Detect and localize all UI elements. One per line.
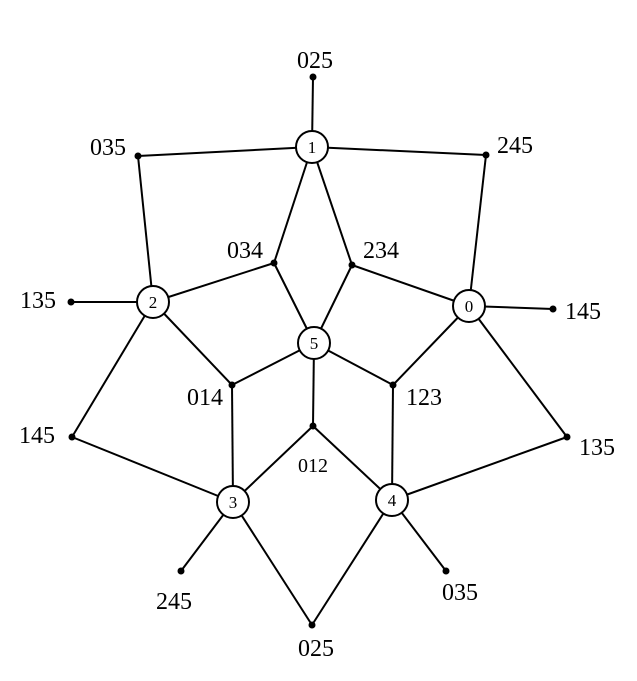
node-label: 3 <box>229 493 238 512</box>
vertex-label: 014 <box>187 385 223 411</box>
node-circle <box>136 285 170 319</box>
vertex-dot <box>134 152 142 160</box>
edge-n4-d012 <box>312 425 393 501</box>
vertex-dot <box>308 621 316 629</box>
vertex-dot <box>309 422 317 430</box>
edge-n3-d012 <box>232 425 314 503</box>
edge-d035t-n2 <box>137 155 154 303</box>
edge-n4-d025b <box>311 499 393 626</box>
vertex-dot <box>309 73 317 81</box>
vertex-label: 025 <box>297 48 333 74</box>
vertex-dot <box>67 298 75 306</box>
vertex-label: 245 <box>497 133 533 159</box>
vertex-dot <box>270 259 278 267</box>
vertex-label: 145 <box>565 299 601 325</box>
vertex-dot <box>563 433 571 441</box>
vertex-label: 145 <box>19 423 55 449</box>
vertex-label: 012 <box>298 455 328 477</box>
node-label: 5 <box>310 334 319 353</box>
node-label: 0 <box>465 297 474 316</box>
vertex-label: 245 <box>156 589 192 615</box>
vertex-dot <box>549 305 557 313</box>
vertex-dot <box>68 433 76 441</box>
edge-d245t-n0 <box>468 154 487 307</box>
vertex-label: 025 <box>298 636 334 662</box>
edge-n0-d123 <box>392 305 470 386</box>
edge-n4-d123 <box>391 384 394 501</box>
edge-n1-d245t <box>311 146 487 156</box>
node-circle <box>297 326 331 360</box>
vertex-label: 123 <box>406 385 442 411</box>
edge-n3-d145l <box>71 436 234 503</box>
edge-n0-d234 <box>351 264 470 307</box>
node-circle <box>375 483 409 517</box>
vertex-dot <box>348 261 356 269</box>
vertex-label: 035 <box>442 580 478 606</box>
vertex-dot <box>442 567 450 575</box>
node-label: 4 <box>388 491 397 510</box>
vertex-label: 135 <box>20 288 56 314</box>
edge-n2-d145l <box>71 301 154 438</box>
node-circle <box>216 485 250 519</box>
edge-n3-d025b <box>232 501 313 626</box>
edge-n2-d034 <box>152 262 275 303</box>
edge-n3-d014 <box>231 384 234 503</box>
node-label: 1 <box>308 138 317 157</box>
vertex-label: 234 <box>363 238 399 264</box>
vertex-dot <box>228 381 236 389</box>
vertex-label: 135 <box>579 435 615 461</box>
edge-n1-d035t <box>137 146 313 157</box>
vertex-dot <box>482 151 490 159</box>
edge-n4-d135r <box>391 436 568 501</box>
edge-n2-d014 <box>152 301 233 386</box>
node-label: 2 <box>149 293 158 312</box>
vertex-label: 034 <box>227 238 263 264</box>
node-circle <box>295 130 329 164</box>
vertex-dot <box>177 567 185 575</box>
vertex-label: 035 <box>90 135 126 161</box>
edge-n1-d234 <box>311 146 353 266</box>
edge-n0-d135r <box>468 305 568 438</box>
node-circle <box>452 289 486 323</box>
vertex-dot <box>389 381 397 389</box>
edge-n1-d034 <box>273 146 313 264</box>
